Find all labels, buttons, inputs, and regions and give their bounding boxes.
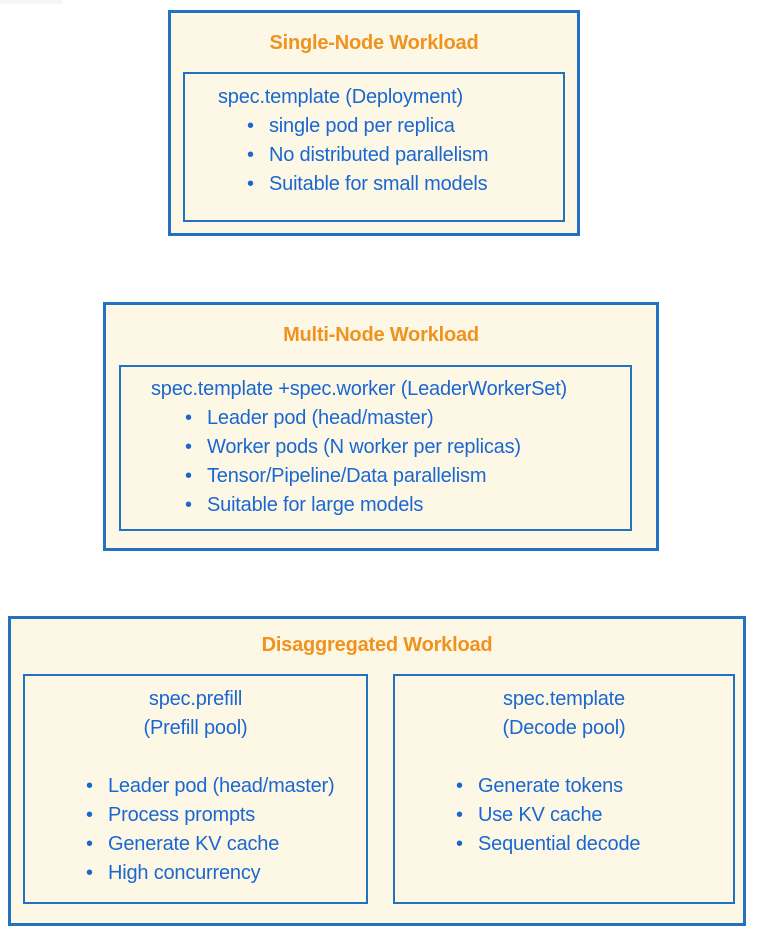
decode-header-line2: (Decode pool): [502, 717, 626, 739]
bullet-item: Suitable for large models: [185, 491, 630, 520]
disaggregated-workload-title: Disaggregated Workload: [261, 634, 493, 656]
prefill-panel-header: spec.prefill (Prefill pool): [25, 685, 366, 743]
multi-node-workload-box: Multi-Node Workload spec.template +spec.…: [103, 302, 659, 551]
bullet-item: Generate KV cache: [86, 830, 366, 859]
single-node-spec-panel: spec.template (Deployment) single pod pe…: [183, 72, 565, 222]
multi-node-panel-header: spec.template +spec.worker (LeaderWorker…: [151, 378, 568, 400]
top-left-artifact: [0, 0, 62, 4]
bullet-item: Suitable for small models: [247, 170, 563, 199]
multi-node-bullet-list: Leader pod (head/master) Worker pods (N …: [151, 404, 630, 520]
bullet-item: Worker pods (N worker per replicas): [185, 433, 630, 462]
prefill-header-line1: spec.prefill: [148, 688, 243, 710]
bullet-item: Process prompts: [86, 801, 366, 830]
bullet-item: Tensor/Pipeline/Data parallelism: [185, 462, 630, 491]
bullet-item: single pod per replica: [247, 112, 563, 141]
decode-header-line1: spec.template: [503, 688, 625, 710]
bullet-item: High concurrency: [86, 859, 366, 888]
single-node-panel-header: spec.template (Deployment): [218, 86, 463, 108]
multi-node-spec-panel: spec.template +spec.worker (LeaderWorker…: [119, 365, 632, 531]
decode-panel-header: spec.template (Decode pool): [395, 685, 733, 743]
prefill-header-line2: (Prefill pool): [143, 717, 248, 739]
prefill-bullet-list: Leader pod (head/master) Process prompts…: [25, 772, 366, 888]
bullet-item: No distributed parallelism: [247, 141, 563, 170]
bullet-item: Use KV cache: [456, 801, 733, 830]
bullet-item: Sequential decode: [456, 830, 733, 859]
prefill-pool-panel: spec.prefill (Prefill pool) Leader pod (…: [23, 674, 368, 904]
single-node-bullet-list: single pod per replica No distributed pa…: [218, 112, 563, 199]
disaggregated-workload-box: Disaggregated Workload spec.prefill (Pre…: [8, 616, 746, 926]
bullet-item: Leader pod (head/master): [86, 772, 366, 801]
single-node-workload-title: Single-Node Workload: [269, 32, 479, 54]
bullet-item: Generate tokens: [456, 772, 733, 801]
multi-node-workload-title: Multi-Node Workload: [283, 324, 479, 346]
decode-bullet-list: Generate tokens Use KV cache Sequential …: [395, 772, 733, 859]
single-node-workload-box: Single-Node Workload spec.template (Depl…: [168, 10, 580, 236]
decode-pool-panel: spec.template (Decode pool) Generate tok…: [393, 674, 735, 904]
bullet-item: Leader pod (head/master): [185, 404, 630, 433]
